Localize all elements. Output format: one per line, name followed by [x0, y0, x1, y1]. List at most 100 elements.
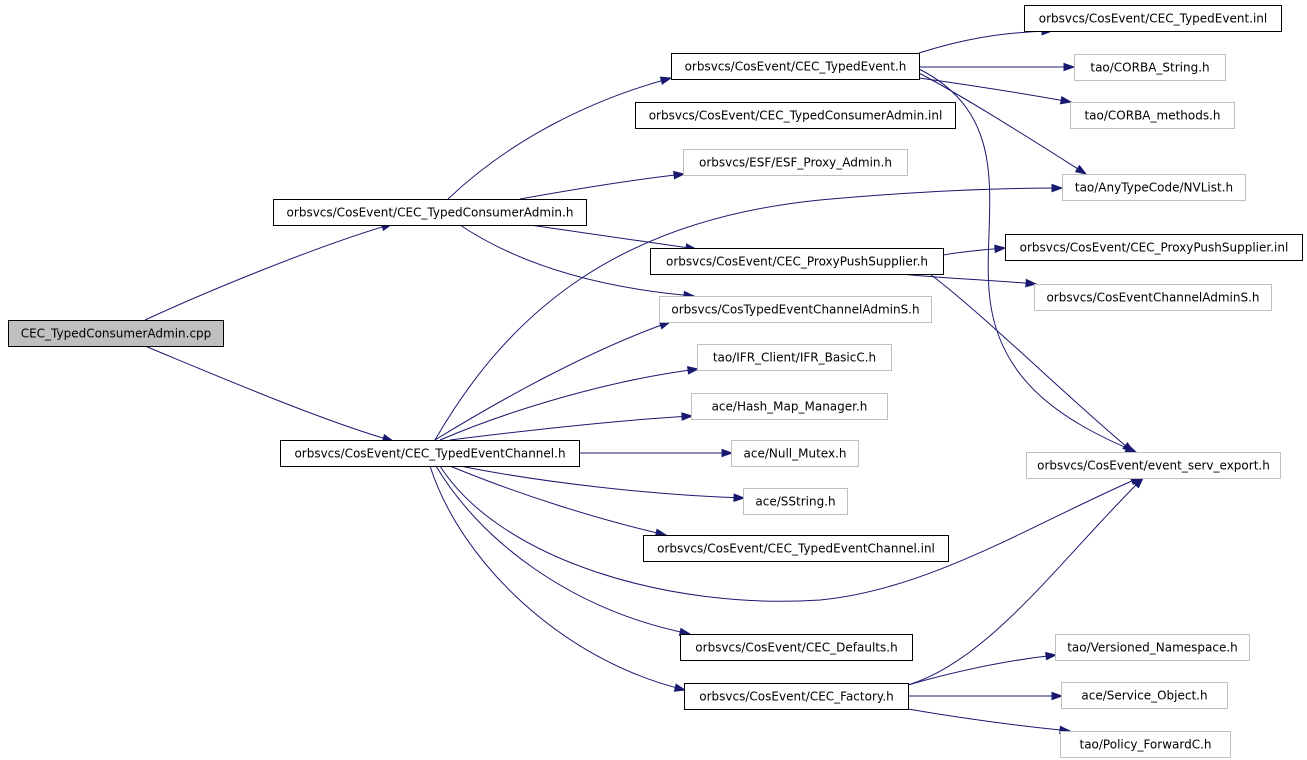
node-box — [743, 488, 848, 515]
edge-typed-consumer-admin-h-to-typed-event-h — [447, 76, 673, 200]
graph-edges — [144, 26, 1145, 735]
edge-typed-event-h-to-corba-methods-h — [918, 77, 1073, 105]
node-typed-consumer-admin-inl[interactable]: orbsvcs/CosEvent/CEC_TypedConsumerAdmin.… — [635, 102, 956, 129]
node-label: orbsvcs/CosEvent/CEC_ProxyPushSupplier.i… — [1020, 241, 1289, 255]
node-typed-event-inl[interactable]: orbsvcs/CosEvent/CEC_TypedEvent.inl — [1024, 5, 1282, 32]
node-label: ace/Null_Mutex.h — [744, 447, 847, 461]
node-proxy-push-supplier-h[interactable]: orbsvcs/CosEvent/CEC_ProxyPushSupplier.h — [650, 248, 944, 275]
node-null-mutex-h[interactable]: ace/Null_Mutex.h — [731, 440, 859, 467]
edge-factory-h-to-service-object-h — [908, 691, 1064, 701]
arrowhead — [687, 366, 700, 375]
node-box — [671, 53, 920, 80]
arrowhead — [994, 244, 1007, 254]
node-label: ace/Service_Object.h — [1081, 689, 1207, 703]
arrowhead — [673, 683, 687, 692]
node-root: CEC_TypedConsumerAdmin.cpp — [8, 320, 224, 347]
node-label: tao/CORBA_String.h — [1090, 61, 1209, 75]
node-typed-consumer-admin-h[interactable]: orbsvcs/CosEvent/CEC_TypedConsumerAdmin.… — [273, 199, 587, 226]
node-label: tao/IFR_Client/IFR_BasicC.h — [713, 351, 876, 365]
edge-line — [447, 77, 672, 200]
node-box — [691, 393, 888, 420]
node-cos-typed-event-channel-admin-s-h[interactable]: orbsvcs/CosTypedEventChannelAdminS.h — [659, 296, 932, 323]
graph-nodes: CEC_TypedConsumerAdmin.cpp orbsvcs/CosEve… — [8, 5, 1303, 758]
node-proxy-push-supplier-inl[interactable]: orbsvcs/CosEvent/CEC_ProxyPushSupplier.i… — [1005, 234, 1303, 261]
node-label: orbsvcs/CosEvent/CEC_TypedEventChannel.h — [294, 447, 565, 461]
node-label: orbsvcs/CosEvent/CEC_TypedEventChannel.i… — [657, 542, 935, 556]
edge-typed-event-channel-h-to-defaults-h — [435, 465, 692, 637]
node-service-object-h[interactable]: ace/Service_Object.h — [1061, 682, 1228, 709]
arrowhead — [1132, 476, 1145, 489]
node-hash-map-manager-h[interactable]: ace/Hash_Map_Manager.h — [691, 393, 888, 420]
edge-typed-event-channel-h-to-typed-event-channel-inl — [449, 465, 668, 537]
node-nvlist-h[interactable]: tao/AnyTypeCode/NVList.h — [1062, 174, 1246, 201]
edge-typed-event-h-to-nvlist-h — [918, 72, 1088, 175]
edge-line — [144, 345, 394, 442]
node-box — [697, 344, 892, 371]
node-policy-forward-c-h[interactable]: tao/Policy_ForwardC.h — [1060, 731, 1231, 758]
node-typed-event-channel-inl[interactable]: orbsvcs/CosEvent/CEC_TypedEventChannel.i… — [643, 535, 949, 562]
node-ifr-basic-c-h[interactable]: tao/IFR_Client/IFR_BasicC.h — [697, 344, 892, 371]
arrowhead — [1051, 691, 1064, 701]
arrowhead — [1051, 183, 1064, 193]
edge-line — [459, 224, 695, 297]
edge-line — [918, 68, 1137, 453]
node-corba-string-h[interactable]: tao/CORBA_String.h — [1074, 54, 1226, 81]
edge-typed-event-channel-h-to-ifr-basic-c-h — [439, 366, 700, 441]
node-box — [1062, 174, 1246, 201]
node-typed-event-h[interactable]: orbsvcs/CosEvent/CEC_TypedEvent.h — [671, 53, 920, 80]
edge-line — [907, 477, 1144, 686]
node-versioned-namespace-h[interactable]: tao/Versioned_Namespace.h — [1055, 634, 1250, 661]
edge-line — [429, 465, 686, 691]
arrowhead — [1045, 651, 1058, 661]
node-box — [8, 320, 224, 347]
node-label: orbsvcs/CosEvent/CEC_TypedConsumerAdmin.… — [287, 206, 574, 220]
node-sstring-h[interactable]: ace/SString.h — [743, 488, 848, 515]
edge-line — [439, 368, 699, 441]
node-defaults-h[interactable]: orbsvcs/CosEvent/CEC_Defaults.h — [680, 634, 913, 661]
edge-line — [449, 465, 667, 536]
edge-line — [907, 654, 1057, 686]
edge-typed-event-channel-h-to-event-serv-export-h — [439, 465, 1143, 602]
edge-line — [907, 708, 1071, 732]
edge-proxy-push-supplier-h-to-event-serv-export-h — [929, 273, 1135, 453]
node-box — [1034, 284, 1272, 311]
node-box — [273, 199, 587, 226]
node-label: orbsvcs/CosTypedEventChannelAdminS.h — [671, 303, 919, 317]
edge-factory-h-to-event-serv-export-h — [907, 476, 1145, 686]
edge-line — [434, 321, 671, 441]
node-box — [1005, 234, 1303, 261]
edge-line — [519, 173, 685, 200]
edge-proxy-push-supplier-h-to-proxy-push-supplier-inl — [942, 244, 1007, 256]
node-typed-event-channel-h[interactable]: orbsvcs/CosEvent/CEC_TypedEventChannel.h — [280, 440, 580, 467]
node-event-serv-export-h[interactable]: orbsvcs/CosEvent/event_serv_export.h — [1026, 452, 1281, 479]
node-label: orbsvcs/CosEvent/CEC_TypedConsumerAdmin.… — [649, 109, 943, 123]
node-factory-h[interactable]: orbsvcs/CosEvent/CEC_Factory.h — [684, 683, 909, 710]
node-box — [1074, 54, 1226, 81]
node-label: orbsvcs/CosEventChannelAdminS.h — [1046, 291, 1259, 305]
node-box — [1026, 452, 1281, 479]
node-box — [683, 149, 908, 176]
node-box — [1060, 731, 1231, 758]
edge-line — [918, 77, 1072, 103]
node-label: orbsvcs/CosEvent/CEC_Defaults.h — [695, 641, 897, 655]
edge-typed-consumer-admin-h-to-proxy-push-supplier-h — [529, 224, 698, 252]
node-esf-proxy-admin-h[interactable]: orbsvcs/ESF/ESF_Proxy_Admin.h — [683, 149, 908, 176]
node-box — [731, 440, 859, 467]
edge-line — [439, 465, 1142, 602]
arrowhead — [673, 170, 686, 180]
node-corba-methods-h[interactable]: tao/CORBA_methods.h — [1070, 102, 1235, 129]
node-label: orbsvcs/CosEvent/CEC_TypedEvent.inl — [1039, 12, 1268, 26]
node-label: tao/Versioned_Namespace.h — [1067, 641, 1238, 655]
node-box — [1070, 102, 1235, 129]
edge-line — [459, 465, 745, 499]
node-label: ace/SString.h — [755, 495, 835, 509]
node-label: tao/CORBA_methods.h — [1084, 109, 1220, 123]
node-label: CEC_TypedConsumerAdmin.cpp — [21, 327, 212, 341]
node-box — [643, 535, 949, 562]
edge-line — [918, 30, 1053, 54]
edge-line — [918, 72, 1087, 175]
edge-factory-h-to-versioned-namespace-h — [907, 651, 1058, 686]
node-cos-event-channel-admin-s-h[interactable]: orbsvcs/CosEventChannelAdminS.h — [1034, 284, 1272, 311]
node-box — [280, 440, 580, 467]
